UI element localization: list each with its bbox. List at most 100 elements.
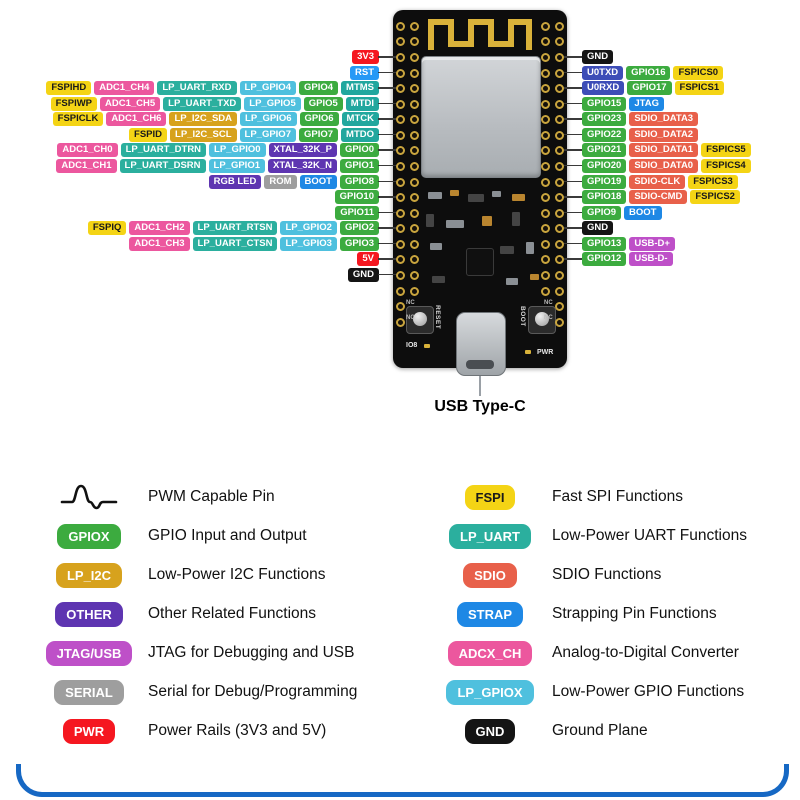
- legend-badge-adcx-ch: ADCX_CH: [447, 640, 533, 666]
- legend-label: Serial for Debug/Programming: [148, 683, 358, 700]
- pwm-waveform-icon: [60, 484, 118, 510]
- pin-hole: [555, 68, 564, 78]
- pin-hole: [541, 177, 550, 187]
- pin-hole: [555, 193, 564, 203]
- rf-shield-can: [421, 56, 541, 178]
- pin-hole: [555, 84, 564, 94]
- nc-silkscreen-label: NC: [406, 300, 415, 306]
- pin-badge-usb-d-: USB-D+: [629, 236, 675, 251]
- pin-wire: [560, 211, 582, 214]
- pin-hole: [396, 130, 405, 140]
- pin-hole: [555, 317, 564, 327]
- pin-badge-adc1-ch6: ADC1_CH6: [106, 112, 167, 127]
- pin-badge-xtal-32k-n: XTAL_32K_N: [268, 159, 337, 173]
- pin-hole: [396, 177, 405, 187]
- legend-badge-strap: STRAP: [456, 601, 524, 627]
- pin-hole: [410, 53, 419, 62]
- pin-badge-fspiclk: FSPICLK: [52, 112, 104, 127]
- pin-badge-lp-uart-rxd: LP_UART_RXD: [157, 81, 237, 96]
- pin-hole: [555, 255, 564, 265]
- legend-badge-slot: LP_I2C: [40, 562, 138, 588]
- pin-hole: [410, 177, 419, 187]
- pin-badge-gpio3: GPIO3: [339, 236, 379, 251]
- pin-hole: [410, 161, 419, 171]
- smd-component: [526, 242, 534, 254]
- legend-badge-gnd: GND: [464, 718, 516, 744]
- pin-hole: [541, 68, 550, 78]
- pin-hole: [555, 161, 564, 171]
- pin-row-left-9: GPIO10: [0, 190, 379, 205]
- pin-wire: [560, 164, 582, 167]
- legend-badge-slot: LP_UART: [438, 523, 542, 549]
- pin-badge-lp-uart-dtrn: LP_UART_DTRN: [120, 143, 207, 158]
- pin-hole: [396, 37, 405, 47]
- pin-badge-gpio0: GPIO0: [339, 143, 379, 158]
- pwr-silkscreen-label: PWR: [537, 349, 554, 356]
- pin-badge-lp-uart-ctsn: LP_UART_CTSN: [192, 236, 278, 251]
- pin-badge-fspiwp: FSPIWP: [50, 96, 98, 111]
- pin-hole: [396, 302, 405, 312]
- pin-badge-fspics4: FSPICS4: [701, 159, 751, 173]
- pin-badge-lp-gpio1: LP_GPIO1: [208, 159, 265, 173]
- pin-hole: [541, 146, 550, 156]
- pin-badge-u0rxd: U0RXD: [582, 81, 625, 96]
- pin-wire: [378, 149, 399, 151]
- pin-badge-lp-uart-txd: LP_UART_TXD: [163, 96, 242, 111]
- smd-component: [450, 190, 459, 196]
- pin-hole: [410, 270, 419, 280]
- pwr-led: [525, 350, 531, 354]
- legend-badge-jtag-usb: JTAG/USB: [45, 640, 133, 666]
- pin-row-left-14: GND: [0, 267, 379, 282]
- pin-hole: [396, 270, 405, 280]
- pin-wire: [560, 71, 582, 74]
- pin-hole: [541, 84, 550, 94]
- pin-row-left-10: GPIO11: [0, 205, 379, 220]
- smd-component: [432, 276, 445, 283]
- pin-hole: [410, 224, 419, 234]
- pin-badge-3v3: 3V3: [352, 50, 379, 64]
- pin-hole: [541, 115, 550, 125]
- io8-silkscreen-label: IO8: [406, 342, 418, 349]
- pin-badge-lp-gpio7: LP_GPIO7: [239, 127, 296, 142]
- pin-hole: [541, 130, 550, 140]
- pin-wire: [560, 87, 582, 89]
- pin-badge-rgb-led: RGB LED: [208, 174, 262, 189]
- legend-badge-slot: GPIOX: [40, 523, 138, 549]
- pin-badge-gpio18: GPIO18: [582, 190, 627, 205]
- pin-badge-lp-gpio0: LP_GPIO0: [209, 143, 266, 158]
- pin-hole: [555, 286, 564, 296]
- pin-wire: [378, 211, 399, 214]
- legend-label: Low-Power I2C Functions: [148, 566, 326, 583]
- pin-badge-adc1-ch1: ADC1_CH1: [56, 159, 117, 173]
- bottom-frame-border: [16, 764, 789, 797]
- pin-wire: [378, 87, 399, 89]
- pin-hole: [410, 84, 419, 94]
- pin-wire: [378, 164, 399, 167]
- pin-wire: [378, 227, 399, 229]
- pin-badge-lp-gpio4: LP_GPIO4: [239, 81, 296, 96]
- pin-badge-gpio23: GPIO23: [582, 112, 627, 127]
- legend-badge-lp-uart: LP_UART: [449, 523, 531, 549]
- pin-badge-gpio16: GPIO16: [626, 65, 671, 80]
- legend-label: Other Related Functions: [148, 605, 317, 622]
- pin-badge-adc1-ch0: ADC1_CH0: [57, 143, 118, 158]
- pin-wire: [560, 102, 582, 105]
- pin-wire: [560, 258, 582, 260]
- legend-badge-slot: LP_GPIOX: [438, 679, 542, 705]
- legend-badge-slot: STRAP: [438, 601, 542, 627]
- legend-row: STRAP Strapping Pin Functions: [438, 600, 717, 628]
- pin-badge-gpio13: GPIO13: [582, 236, 627, 251]
- legend-label: Strapping Pin Functions: [552, 605, 717, 622]
- pin-hole: [410, 68, 419, 78]
